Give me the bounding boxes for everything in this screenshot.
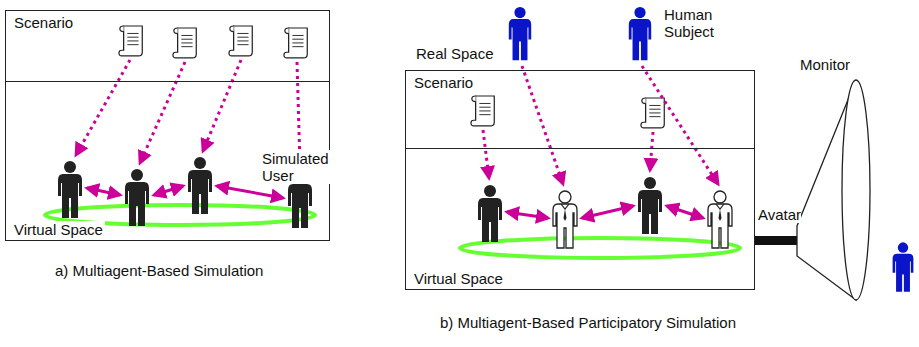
monitor-label: Monitor	[800, 56, 850, 73]
scenario-band: Scenario	[406, 71, 754, 149]
human-label: Human Subject	[664, 6, 726, 40]
scenario-links-b	[483, 66, 718, 184]
avatars	[553, 191, 732, 248]
avatar-label: Avatar	[758, 206, 801, 223]
panel-caption: b) Multiagent-Based Participatory Simula…	[440, 314, 736, 331]
human-subjects	[509, 7, 651, 60]
region-title: Virtual Space	[12, 221, 105, 238]
scenario-band: Scenario	[5, 10, 330, 82]
scenario-scrolls-a	[119, 26, 307, 58]
virtual-space-band: Virtual Space	[406, 149, 754, 289]
real-space-box: Real SpaceScenarioVirtual Space	[405, 70, 755, 290]
interaction-arrows-a	[87, 186, 283, 198]
interaction-arrows-b	[507, 206, 703, 218]
region-title: Real Space	[414, 45, 496, 62]
monitor-stand	[755, 236, 797, 245]
scenario-scrolls-b	[471, 96, 664, 128]
viewer-person	[893, 242, 914, 291]
interaction-ring	[460, 238, 740, 258]
region-title: Virtual Space	[412, 270, 505, 287]
panel-caption: a) Multiagent-Based Simulation	[55, 262, 263, 279]
region-title: Scenario	[12, 14, 75, 31]
agent-label: Simulated User	[262, 150, 334, 184]
monitor-screen	[842, 80, 870, 300]
region-title: Scenario	[412, 74, 475, 91]
